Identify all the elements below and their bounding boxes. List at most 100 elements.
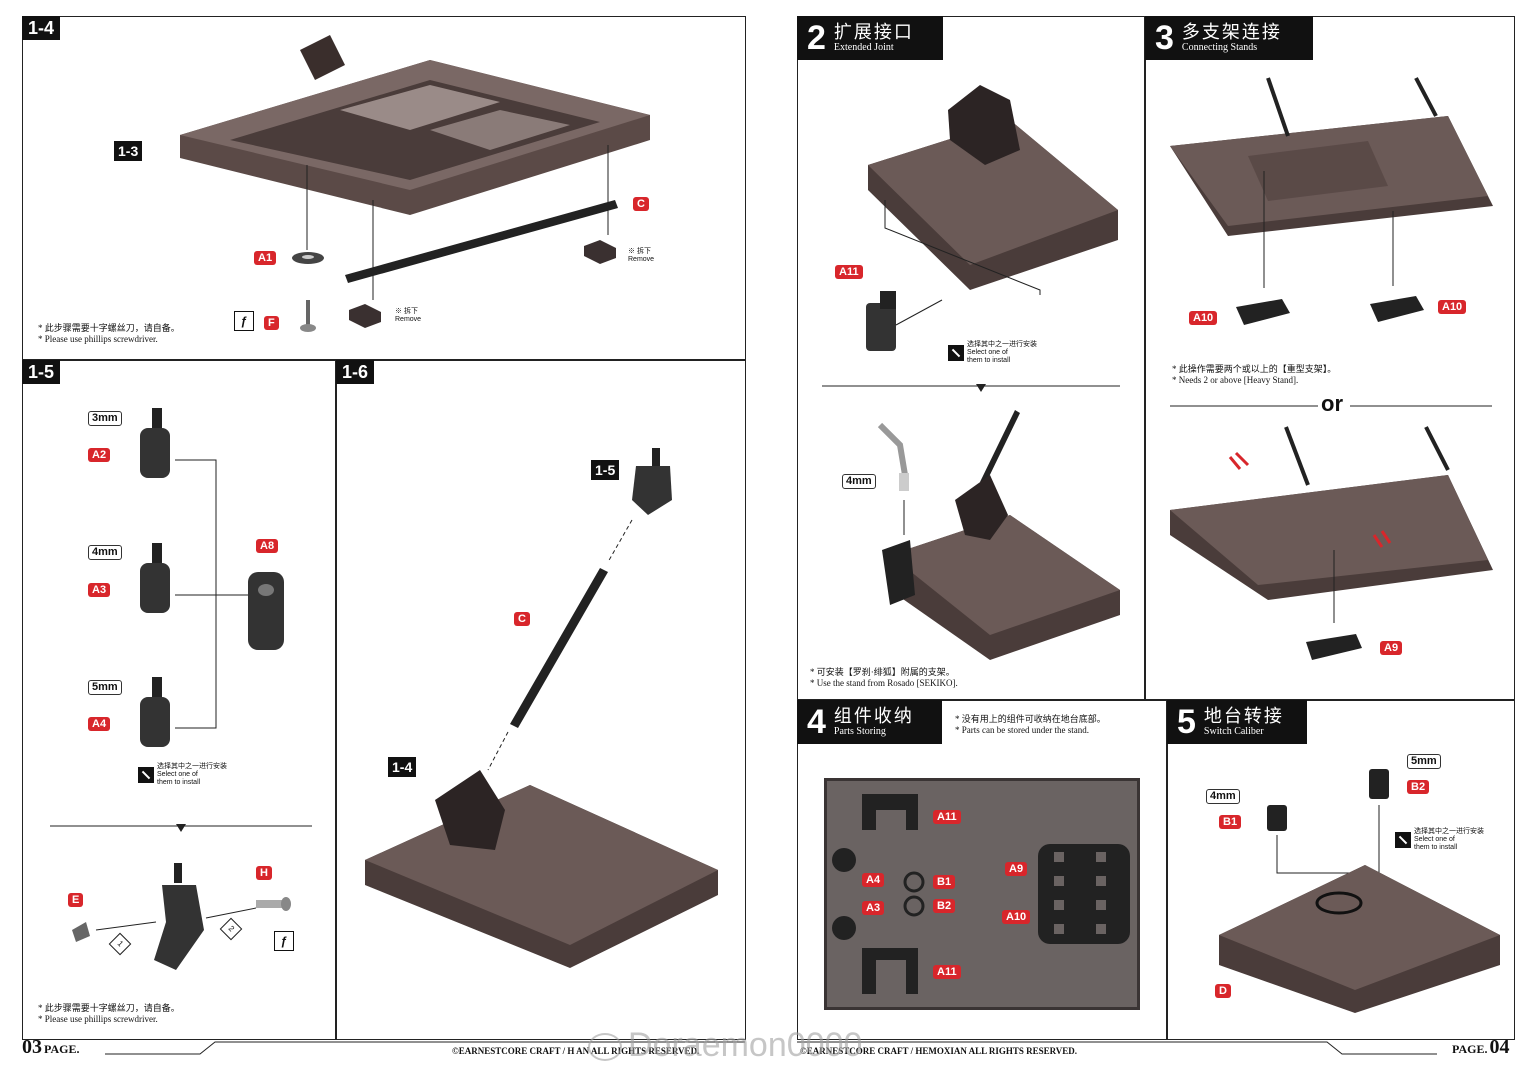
label-a11-bottom: A11 xyxy=(933,965,961,979)
page-word: PAGE. xyxy=(1452,1042,1488,1056)
label-c: C xyxy=(633,197,649,211)
copyright-tail: AN ALL RIGHTS RESERVED. xyxy=(576,1046,700,1056)
copyright-right: ©EARNESTCORE CRAFT / HEMOXIAN ALL RIGHTS… xyxy=(800,1046,1078,1056)
label-b2: B2 xyxy=(1407,780,1430,794)
select-one-icon xyxy=(1395,832,1411,848)
stand-with-adapter-illustration xyxy=(877,410,1120,660)
select-one-icon xyxy=(138,767,154,783)
page-word: PAGE. xyxy=(44,1042,80,1056)
select-en-1: Select one of xyxy=(1414,836,1455,843)
rosado-note: * 可安装【罗刹·绯狐】附属的支架。* Use the stand from R… xyxy=(810,667,958,689)
note-cn: * 此步骤需要十字螺丝刀，请自备。 xyxy=(38,323,180,333)
label-a10-left: A10 xyxy=(1189,311,1218,325)
title-en: Switch Caliber xyxy=(1203,726,1264,737)
select-en-1: Select one of xyxy=(967,349,1008,356)
note-cn: * 没有用上的组件可收纳在地台底部。 xyxy=(955,714,1106,724)
part-a10-icon xyxy=(1236,299,1290,325)
note-en: * Use the stand from Rosado [SEKIKO]. xyxy=(810,678,958,688)
select-cn: 选择其中之一进行安装 xyxy=(967,341,1037,348)
select-en-2: them to install xyxy=(157,779,201,786)
page-num: 04 xyxy=(1489,1036,1510,1058)
page-num: 03 xyxy=(22,1036,42,1058)
step-number: 5 xyxy=(1177,703,1196,741)
label-a4: A4 xyxy=(862,873,885,887)
label-a11-top: A11 xyxy=(933,810,961,824)
label-a9: A9 xyxy=(1005,862,1028,876)
watermark: Doraemon0000 xyxy=(588,1026,862,1065)
step-number: 3 xyxy=(1155,19,1174,57)
title-cn: 多支架连接 xyxy=(1181,22,1282,42)
part-a9-icon xyxy=(1306,634,1362,660)
remove-note-en: Remove xyxy=(395,316,422,323)
label-a10: A10 xyxy=(1002,910,1031,924)
step-tag-1-6: 1-6 xyxy=(336,360,375,384)
note-en: * Please use phillips screwdriver. xyxy=(38,334,158,344)
label-a11: A11 xyxy=(835,265,863,279)
heavy-stand-note: * 此操作需要两个或以上的【重型支架】。* Needs 2 or above [… xyxy=(1172,364,1336,386)
screwdriver-note: * 此步骤需要十字螺丝刀，请自备。* Please use phillips s… xyxy=(38,323,180,345)
label-a10-right: A10 xyxy=(1438,300,1467,314)
screwdriver-icon: ƒ xyxy=(274,931,294,951)
size-3mm: 3mm xyxy=(88,411,122,426)
assembled-stand-illustration xyxy=(365,448,718,968)
rod-c-illustration xyxy=(345,200,618,283)
size-4mm: 4mm xyxy=(842,474,876,489)
label-a4: A4 xyxy=(88,717,111,731)
divider-arrow xyxy=(50,824,312,832)
label-a3: A3 xyxy=(88,583,111,597)
title-cn: 地台转接 xyxy=(1203,706,1284,726)
select-one-icon xyxy=(948,345,964,361)
note-en: * Needs 2 or above [Heavy Stand]. xyxy=(1172,375,1299,385)
label-a2: A2 xyxy=(88,448,111,462)
step-number: 2 xyxy=(807,19,826,57)
footer-line xyxy=(797,1041,1437,1055)
remove-note-en: Remove xyxy=(628,256,655,263)
label-h: H xyxy=(256,866,272,880)
title-en: Extended Joint xyxy=(833,42,894,53)
label-a3: A3 xyxy=(862,901,885,915)
or-text: or xyxy=(1321,391,1343,416)
washer-a1-icon xyxy=(292,252,324,264)
select-cn: 选择其中之一进行安装 xyxy=(157,763,227,770)
note-en: * Please use phillips screwdriver. xyxy=(38,1014,158,1024)
title-cn: 组件收纳 xyxy=(833,706,914,726)
step-number: 4 xyxy=(807,703,826,741)
select-en-2: them to install xyxy=(1414,844,1458,851)
caliber-switch-illustration xyxy=(1219,769,1500,1013)
screwdriver-note: * 此步骤需要十字螺丝刀，请自备。* Please use phillips s… xyxy=(38,1003,180,1025)
ref-tag-1-4: 1-4 xyxy=(388,757,417,777)
label-e: E xyxy=(68,893,84,907)
label-f: F xyxy=(264,316,279,330)
label-b2: B2 xyxy=(933,899,956,913)
stand-base-illustration xyxy=(180,35,650,215)
title-en: Parts Storing xyxy=(833,726,886,737)
ref-tag-1-5: 1-5 xyxy=(591,460,620,480)
label-b1: B1 xyxy=(933,875,956,889)
size-4mm: 4mm xyxy=(1206,789,1240,804)
label-a8: A8 xyxy=(256,539,279,553)
connected-stands-bottom-illustration xyxy=(1170,426,1493,623)
screw-f-icon xyxy=(300,300,316,332)
note-cn: * 可安装【罗刹·绯狐】附属的支架。 xyxy=(810,667,955,677)
foot-part-icon xyxy=(584,240,616,264)
label-a9: A9 xyxy=(1380,641,1403,655)
page-number-right: PAGE.04 xyxy=(1452,1036,1509,1059)
foot-part-icon xyxy=(349,304,381,328)
title-en: Connecting Stands xyxy=(1181,42,1258,53)
extended-joint-illustration xyxy=(868,85,1118,295)
label-d: D xyxy=(1215,984,1231,998)
size-4mm: 4mm xyxy=(88,545,122,560)
copyright-left: ©EARNESTCORE CRAFT / H AN ALL RIGHTS RES… xyxy=(452,1046,699,1056)
part-a10-icon xyxy=(1370,296,1424,322)
select-en-1: Select one of xyxy=(157,771,198,778)
or-divider xyxy=(1170,405,1492,407)
watermark-text: Doraemon0000 xyxy=(628,1026,863,1064)
note-cn: * 此步骤需要十字螺丝刀，请自备。 xyxy=(38,1003,180,1013)
storage-note: * 没有用上的组件可收纳在地台底部。* Parts can be stored … xyxy=(955,714,1106,736)
storage-parts-illustration xyxy=(832,794,1130,994)
remove-note-cn: ※ 拆下 xyxy=(628,248,651,255)
